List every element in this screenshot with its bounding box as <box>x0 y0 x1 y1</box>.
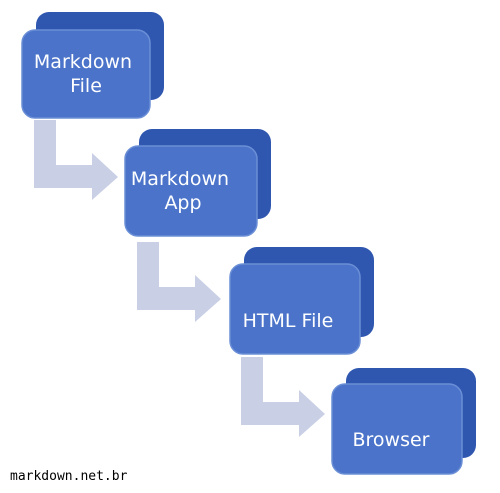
step-box-html-file: HTML File <box>229 247 374 355</box>
step-box-markdown-file: Markdown File <box>21 12 164 119</box>
step-label-line: Markdown <box>131 168 229 190</box>
connector-arrow-1 <box>34 120 118 200</box>
svg-text:Markdown App: Markdown App <box>131 168 235 214</box>
connector-arrow-2 <box>137 242 221 322</box>
step-label-line: Browser <box>353 429 430 451</box>
step-box-markdown-app: Markdown App <box>124 129 271 237</box>
svg-text:Browser: Browser <box>353 429 430 451</box>
step-label-line: HTML File <box>243 310 334 332</box>
step-box-browser: Browser <box>331 368 476 475</box>
step-label-line: Markdown <box>34 51 132 73</box>
step-label-line: App <box>164 192 201 214</box>
step-label-line: File <box>70 75 102 97</box>
connector-arrow-3 <box>241 357 325 437</box>
site-watermark: markdown.net.br <box>10 469 128 484</box>
svg-text:Markdown File: Markdown File <box>34 51 138 97</box>
svg-text:HTML File: HTML File <box>243 310 334 332</box>
